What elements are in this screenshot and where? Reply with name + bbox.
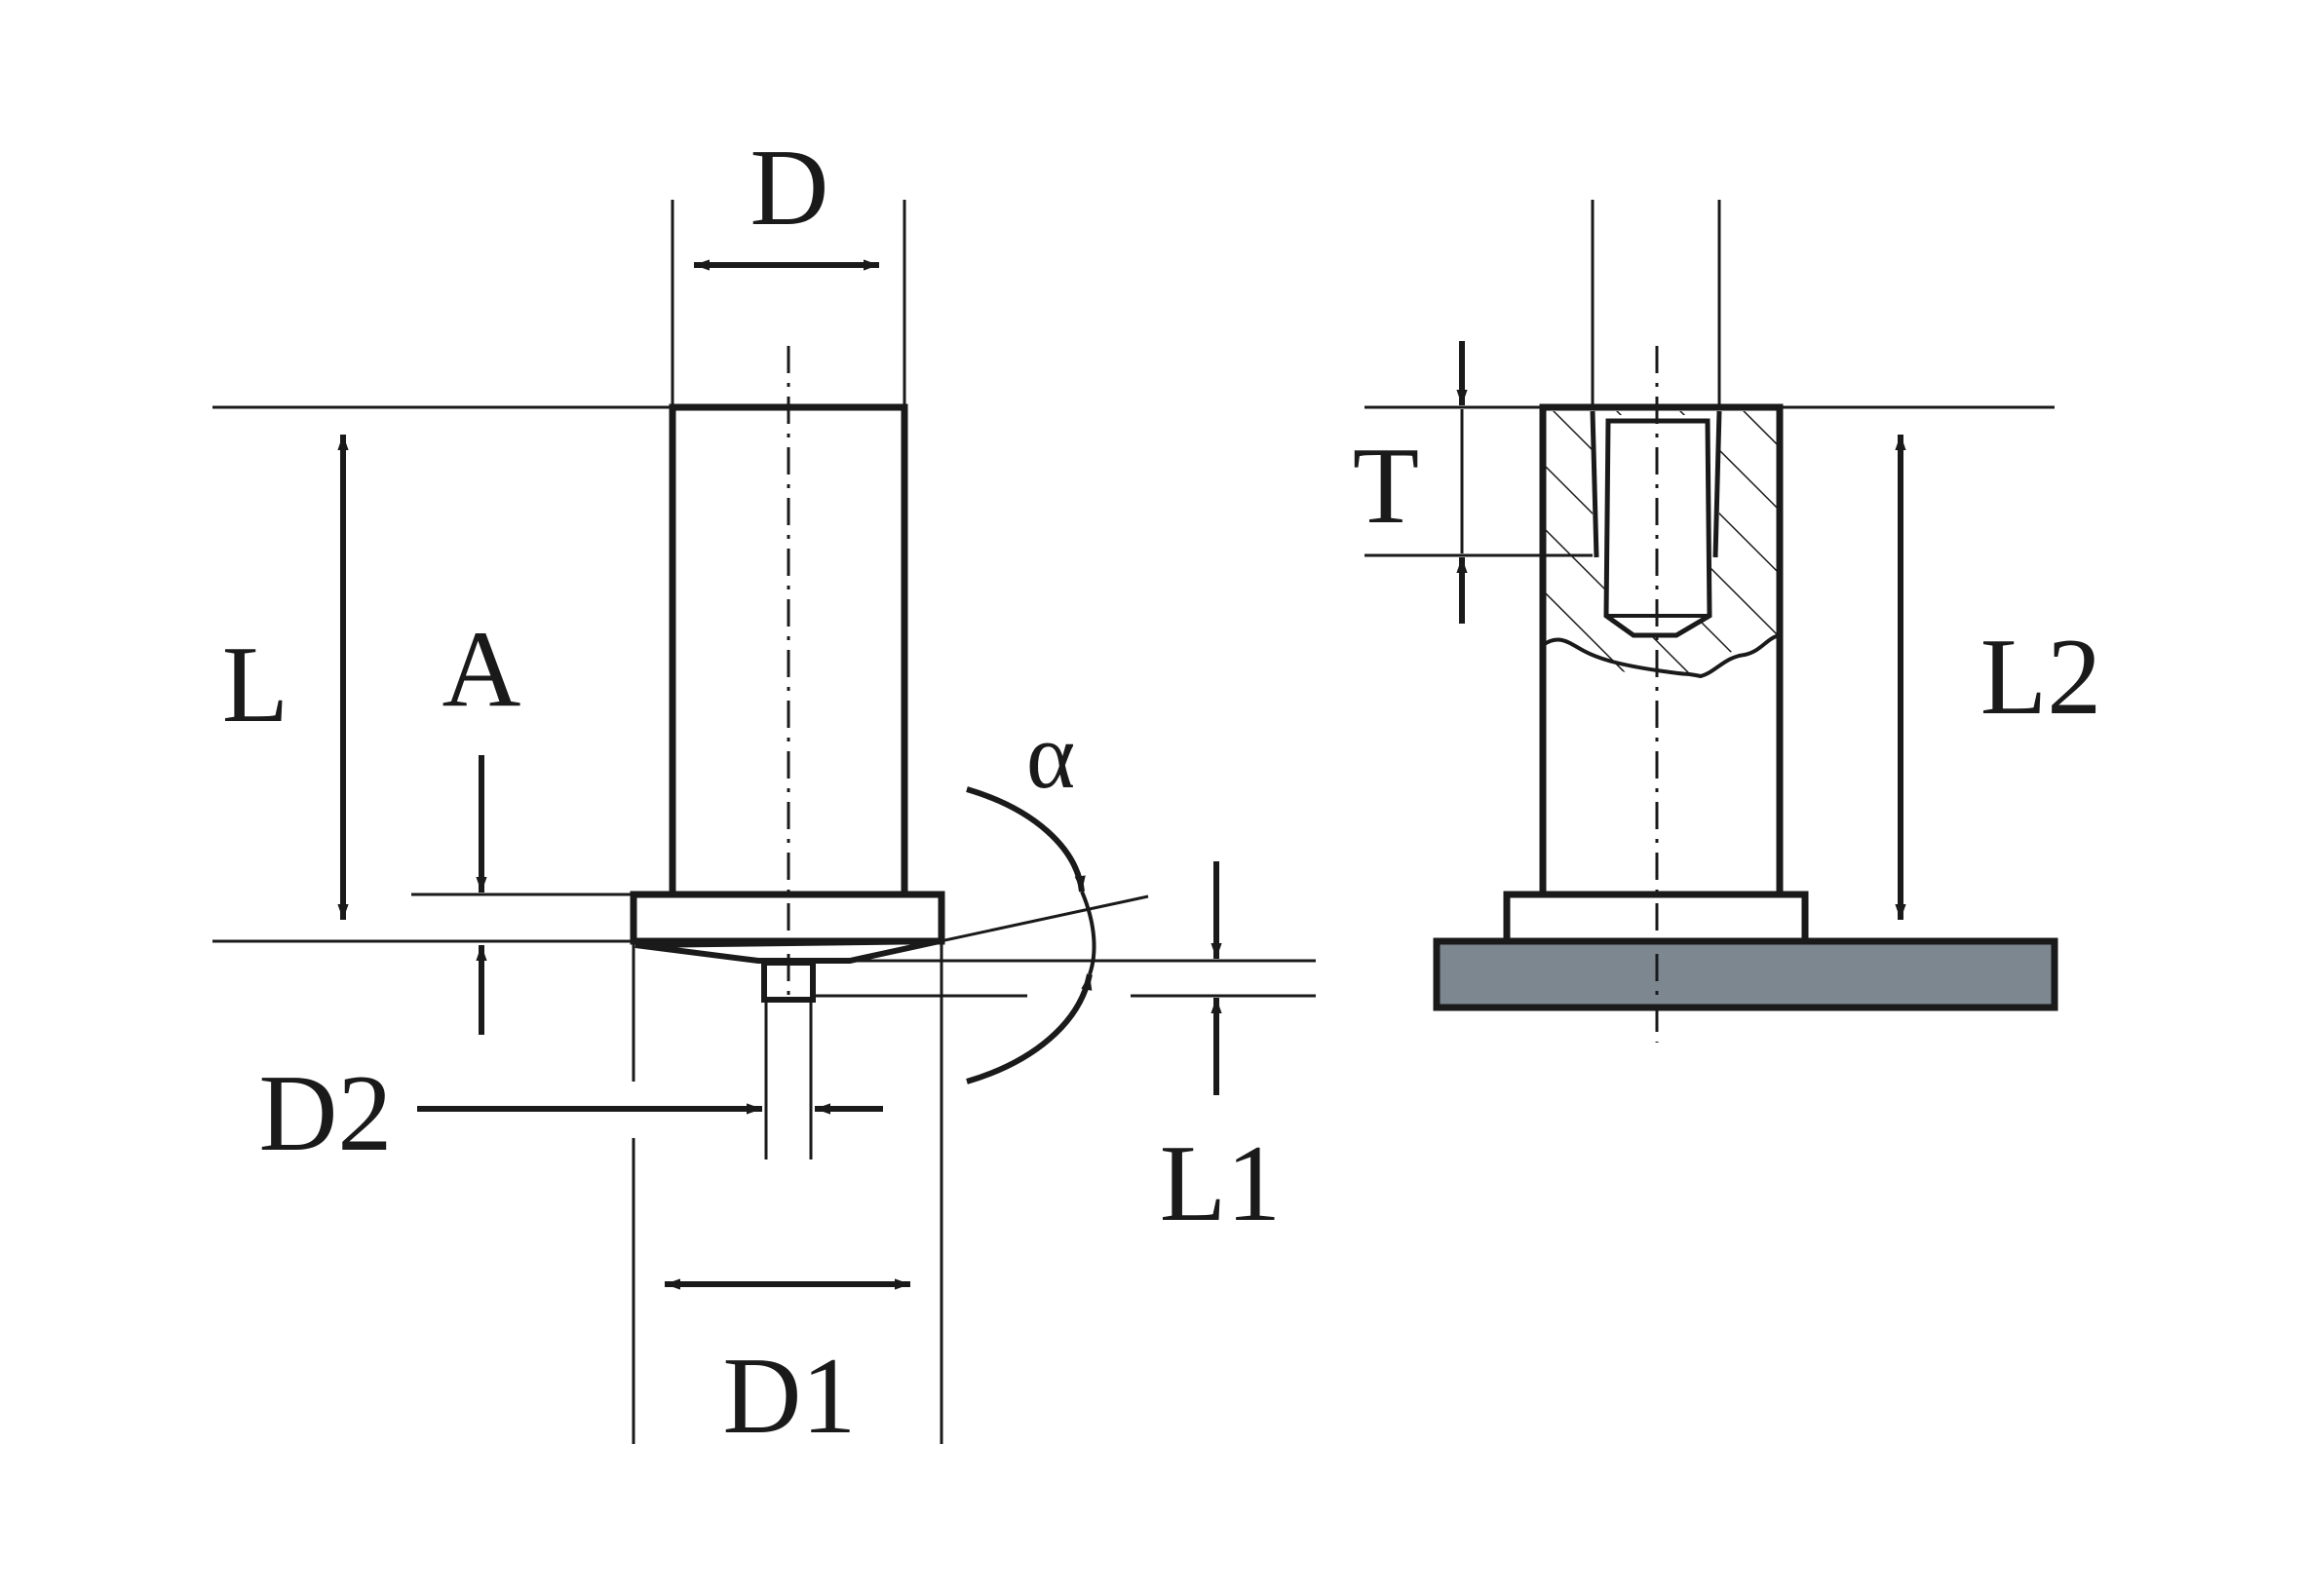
angle-reference-line <box>849 894 1149 963</box>
alpha-arc-lower <box>966 973 1093 1084</box>
section-break-line <box>1541 633 1781 679</box>
hole-thread-right <box>1712 410 1722 558</box>
label-l1: L1 <box>1160 1123 1281 1244</box>
alpha-arc-upper <box>966 786 1086 893</box>
label-alpha: α <box>1026 703 1075 808</box>
hole-drill-outline <box>1603 418 1712 638</box>
left-view <box>212 200 1316 1444</box>
label-a: A <box>442 609 521 730</box>
label-l2: L2 <box>1980 617 2101 738</box>
right-view <box>1364 200 2058 1043</box>
base-plate <box>1433 937 2058 1011</box>
dimension-labels: D L A α D2 L1 D1 T L2 <box>222 128 2101 1457</box>
label-d: D <box>750 128 829 248</box>
label-d1: D1 <box>723 1336 857 1457</box>
label-t: T <box>1353 426 1419 547</box>
label-d2: D2 <box>259 1053 393 1174</box>
hole-thread-left <box>1590 410 1599 558</box>
alpha-arc-middle <box>1080 891 1096 975</box>
label-l: L <box>222 625 288 745</box>
